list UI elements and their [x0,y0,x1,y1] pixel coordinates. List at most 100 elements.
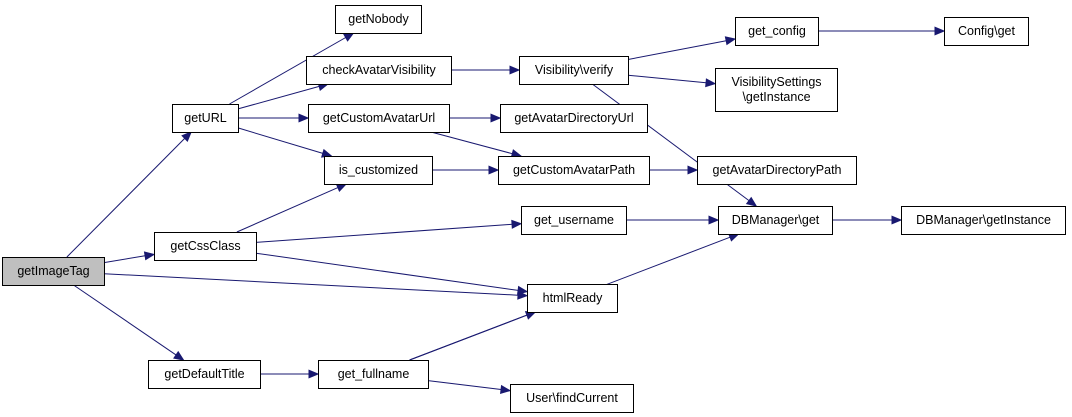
node-get-username[interactable]: get_username [521,206,627,235]
node-box [521,206,627,235]
arrowhead-icon [308,369,320,379]
node-label: getCssClass [170,239,240,253]
edge-line [427,380,502,390]
node-get-avatar-directory-url[interactable]: getAvatarDirectoryUrl [500,104,648,133]
node-visibility-settings-get-instance[interactable]: VisibilitySettings\getInstance [715,68,838,112]
node-box [715,68,838,112]
node-html-ready[interactable]: htmlReady [527,284,618,313]
node-label: VisibilitySettings [731,75,821,89]
edge-line [255,223,513,243]
edge-get-image-tag-to-html-ready [103,273,529,300]
edge-line [430,131,513,155]
node-get-image-tag[interactable]: getImageTag [2,257,105,286]
node-label: getCustomAvatarUrl [323,111,435,125]
node-label: DBManager\getInstance [916,213,1051,227]
edge-dbmanager-get-to-dbmanager-get-instance [832,215,903,225]
arrowhead-icon [490,113,502,123]
edge-get-css-class-to-get-username [255,219,523,243]
edge-get-url-to-get-custom-avatar-url [238,113,310,123]
edge-line [627,40,727,60]
edge-get-fullname-to-user-find-current [427,380,512,394]
node-box [172,104,239,133]
node-is-customized[interactable]: is_customized [324,156,433,185]
edge-get-custom-avatar-path-to-get-avatar-directory-path [649,165,699,175]
edge-get-image-tag-to-get-url [66,131,193,258]
edge-line [237,127,323,154]
arrowhead-icon [687,165,699,175]
node-label: get_username [534,213,614,227]
node-box [697,156,857,185]
node-box [154,232,257,261]
node-get-fullname[interactable]: get_fullname [318,360,429,389]
arrowhead-icon [500,384,512,394]
edge-get-css-class-to-is-customized [236,183,348,233]
node-box [324,156,433,185]
arrowhead-icon [173,350,185,361]
node-label: getAvatarDirectoryUrl [514,111,633,125]
node-get-default-title[interactable]: getDefaultTitle [148,360,261,389]
node-label: DBManager\get [732,213,820,227]
node-label: Config\get [958,24,1016,38]
arrowhead-icon [511,219,523,229]
node-label: checkAvatarVisibility [322,63,436,77]
arrowhead-icon [321,148,333,158]
node-dbmanager-get[interactable]: DBManager\get [718,206,833,235]
edges-layer [66,26,946,394]
node-box [306,56,452,85]
node-box [318,360,429,389]
node-box [527,284,618,313]
edge-line [66,138,186,258]
arrowhead-icon [705,78,717,88]
edge-line [73,284,177,356]
edge-get-username-to-dbmanager-get [626,215,720,225]
edge-get-custom-avatar-url-to-get-custom-avatar-path [430,131,523,159]
node-label: \getInstance [742,90,810,104]
node-config-get[interactable]: Config\get [944,17,1029,46]
arrowhead-icon [745,196,758,207]
nodes-layer: getImageTag getURL getCssClass getDefaultTi… [2,5,1066,413]
node-get-url[interactable]: getURL [172,104,239,133]
node-box [510,384,634,413]
arrowhead-icon [934,26,946,36]
node-get-custom-avatar-path[interactable]: getCustomAvatarPath [498,156,650,185]
arrowhead-icon [509,65,521,75]
node-check-avatar-visibility[interactable]: checkAvatarVisibility [306,56,452,85]
node-get-avatar-directory-path[interactable]: getAvatarDirectoryPath [697,156,857,185]
edge-get-css-class-to-html-ready [255,252,529,295]
node-user-find-current[interactable]: User\findCurrent [510,384,634,413]
node-box [498,156,650,185]
arrowhead-icon [708,215,720,225]
edge-visibility-verify-to-visibility-settings-get-instance [627,74,717,88]
node-label: getNobody [348,12,409,26]
arrowhead-icon [342,32,355,42]
node-box [308,104,450,133]
edge-line [627,74,707,84]
node-label: get_fullname [338,367,410,381]
node-visibility-verify[interactable]: Visibility\verify [519,56,629,85]
node-get-custom-avatar-url[interactable]: getCustomAvatarUrl [308,104,450,133]
node-get-config[interactable]: get_config [735,17,819,46]
edge-is-customized-to-get-custom-avatar-path [432,165,500,175]
node-box [735,17,819,46]
arrowhead-icon [891,215,903,225]
node-label: get_config [748,24,806,38]
node-box [500,104,648,133]
arrowhead-icon [517,285,529,295]
arrowhead-icon [298,113,310,123]
node-get-nobody[interactable]: getNobody [335,5,422,34]
edge-check-avatar-visibility-to-visibility-verify [451,65,521,75]
node-box [519,56,629,85]
node-box [901,206,1066,235]
edge-get-image-tag-to-get-default-title [73,284,185,361]
edge-get-default-title-to-get-fullname [260,369,320,379]
node-label: getAvatarDirectoryPath [713,163,842,177]
node-get-css-class[interactable]: getCssClass [154,232,257,261]
node-box [2,257,105,286]
edge-line [103,255,146,264]
node-dbmanager-get-instance[interactable]: DBManager\getInstance [901,206,1066,235]
node-label: getDefaultTitle [164,367,244,381]
edge-line [237,85,320,110]
node-box [944,17,1029,46]
node-label: getImageTag [17,264,89,278]
